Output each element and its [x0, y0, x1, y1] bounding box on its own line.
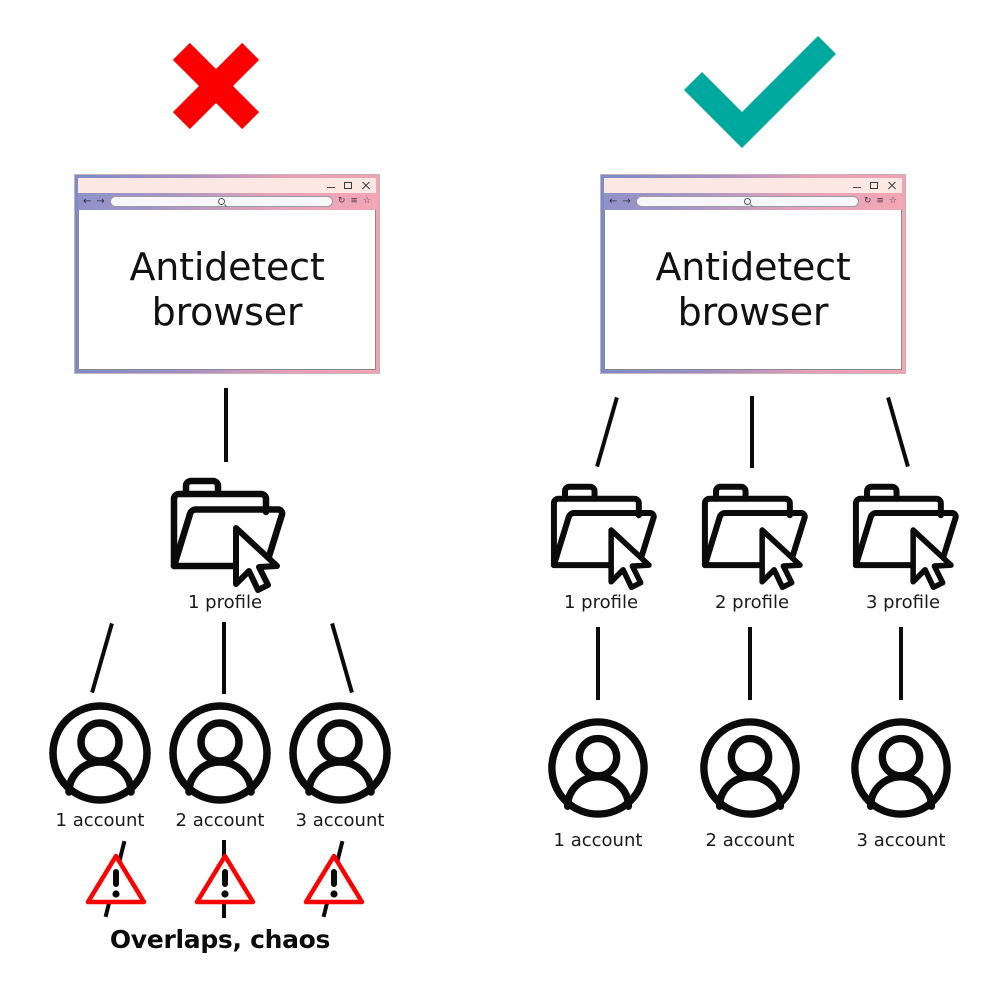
account-label-left-3: 3 account	[295, 810, 385, 831]
browser-titlebar	[604, 178, 902, 193]
close-icon[interactable]	[361, 181, 370, 190]
page-heading-line2: browser	[151, 289, 303, 334]
minimize-icon[interactable]	[327, 187, 335, 188]
user-avatar-icon-left-1[interactable]	[47, 700, 153, 806]
user-avatar-icon-left-2[interactable]	[167, 700, 273, 806]
account-label-right-3: 3 account	[856, 830, 946, 851]
hamburger-menu-icon[interactable]: ≡	[350, 196, 358, 206]
teal-checkmark-icon	[680, 34, 840, 148]
folder-with-cursor-icon-left-1[interactable]	[160, 472, 290, 593]
connector-profile-to-account-right-1	[596, 627, 600, 700]
warning-triangle-icon-3	[303, 852, 365, 906]
page-heading-line1: Antidetect	[129, 244, 325, 289]
user-avatar-icon-left-3[interactable]	[287, 700, 393, 806]
profile-label-right-1: 1 profile	[563, 592, 639, 613]
folder-with-cursor-icon-right-3[interactable]	[843, 478, 963, 591]
warning-triangle-icon-2	[194, 852, 256, 906]
reload-icon[interactable]: ↻	[863, 196, 872, 206]
browser-window-right[interactable]: ← → ↻ ≡ ☆ Antidetect browser	[600, 174, 906, 374]
overlaps-chaos-caption: Overlaps, chaos	[109, 925, 331, 954]
hamburger-menu-icon[interactable]: ≡	[876, 196, 884, 206]
profile-label-left-1: 1 profile	[187, 592, 263, 613]
user-avatar-icon-right-3[interactable]	[849, 716, 953, 820]
minimize-icon[interactable]	[853, 187, 861, 188]
maximize-icon[interactable]	[344, 182, 352, 189]
account-label-left-1: 1 account	[55, 810, 145, 831]
url-input[interactable]	[635, 196, 859, 207]
browser-titlebar	[78, 178, 376, 193]
magnifier-icon	[743, 198, 751, 205]
account-label-right-2: 2 account	[705, 830, 795, 851]
close-icon[interactable]	[887, 181, 896, 190]
reload-icon[interactable]: ↻	[337, 196, 346, 206]
arrow-left-icon[interactable]: ←	[83, 195, 92, 207]
folder-with-cursor-icon-right-2[interactable]	[692, 478, 812, 591]
connector-profile-to-account-3	[330, 622, 354, 694]
page-heading-line2: browser	[677, 289, 829, 334]
user-avatar-icon-right-2[interactable]	[698, 716, 802, 820]
url-input[interactable]	[109, 196, 333, 207]
browser-toolbar: ← → ↻ ≡ ☆	[78, 193, 376, 210]
browser-viewport: Antidetect browser	[604, 210, 902, 370]
user-avatar-icon-right-1[interactable]	[546, 716, 650, 820]
browser-page-heading: Antidetect browser	[129, 245, 324, 335]
connector-browser-to-profile-2	[750, 396, 754, 468]
star-icon[interactable]: ☆	[888, 196, 897, 206]
connector-profile-to-account-right-3	[899, 627, 903, 700]
arrow-right-icon[interactable]: →	[622, 195, 631, 207]
browser-viewport: Antidetect browser	[78, 210, 376, 370]
profile-label-right-2: 2 profile	[714, 592, 790, 613]
connector-browser-to-profile	[224, 388, 228, 462]
folder-with-cursor-icon-right-1[interactable]	[541, 478, 661, 591]
browser-toolbar: ← → ↻ ≡ ☆	[604, 193, 902, 210]
page-heading-line1: Antidetect	[655, 244, 851, 289]
arrow-right-icon[interactable]: →	[96, 195, 105, 207]
connector-profile-to-account-right-2	[748, 627, 752, 700]
account-label-left-2: 2 account	[175, 810, 265, 831]
warning-triangle-icon-1	[85, 852, 147, 906]
arrow-left-icon[interactable]: ←	[609, 195, 618, 207]
connector-profile-to-account-1	[90, 622, 114, 694]
browser-window-left[interactable]: ← → ↻ ≡ ☆ Antidetect browser	[74, 174, 380, 374]
browser-page-heading: Antidetect browser	[655, 245, 850, 335]
maximize-icon[interactable]	[870, 182, 878, 189]
profile-label-right-3: 3 profile	[865, 592, 941, 613]
star-icon[interactable]: ☆	[362, 196, 371, 206]
connector-profile-to-account-2	[222, 622, 226, 694]
account-label-right-1: 1 account	[553, 830, 643, 851]
magnifier-icon	[217, 198, 225, 205]
red-cross-icon	[158, 28, 274, 144]
connector-browser-to-profile-1	[595, 396, 619, 468]
connector-browser-to-profile-3	[886, 396, 910, 468]
